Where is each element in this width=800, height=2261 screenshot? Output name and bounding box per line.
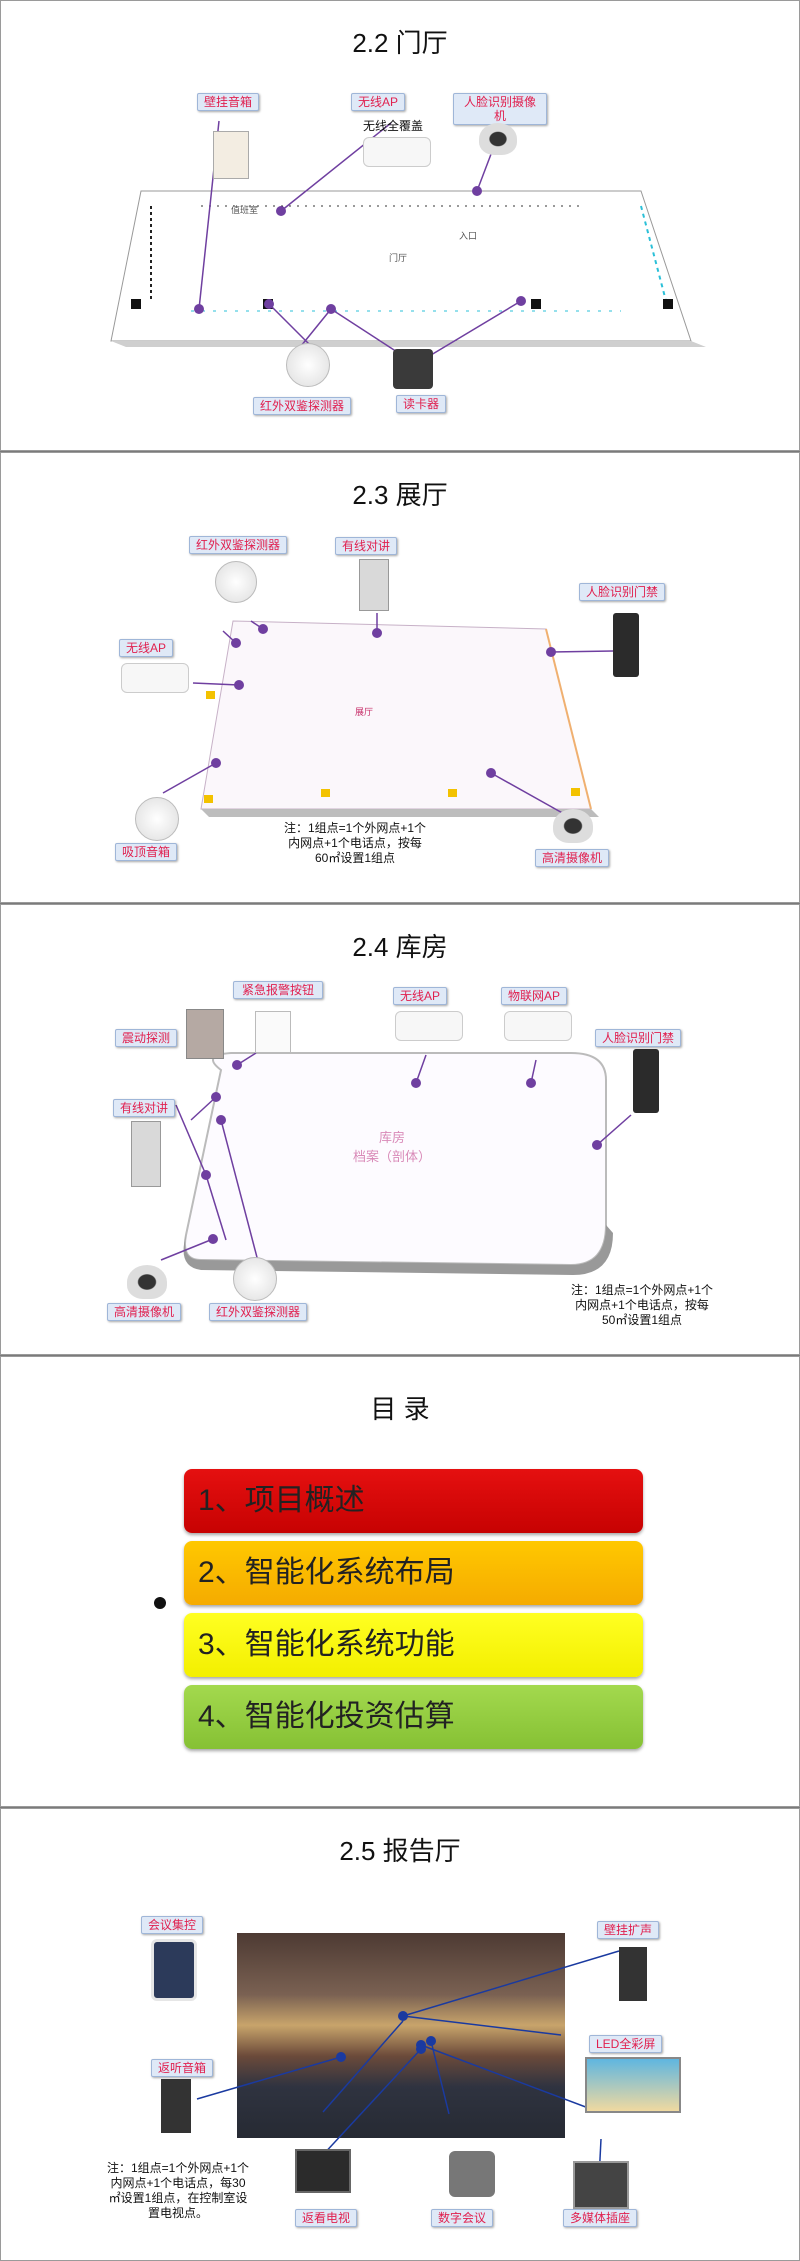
dome-camera-icon	[479, 123, 517, 155]
tag-wired-intercom: 有线对讲	[113, 1099, 175, 1117]
tag-iot-ap: 物联网AP	[501, 987, 567, 1005]
tag-digital-conference: 数字会议	[431, 2209, 493, 2227]
face-terminal-icon	[633, 1049, 659, 1113]
tag-media-socket: 多媒体插座	[563, 2209, 637, 2227]
floor-label: 门厅	[389, 251, 407, 264]
toc-item-functions[interactable]: 3、智能化系统功能	[184, 1613, 643, 1677]
tag-face-camera: 人脸识别摄像机	[453, 93, 547, 125]
tag-wall-speaker: 壁挂音箱	[197, 93, 259, 111]
wall-speaker-icon	[619, 1947, 647, 2001]
floor-label: 值班室	[231, 203, 258, 216]
pir-sensor-icon	[233, 1257, 277, 1301]
bullet-icon	[154, 1597, 166, 1609]
slide-warehouse: 2.4 库房 库房 档案（剖体） 紧急报警按钮 无线AP 物联网AP 震动探测 …	[0, 904, 800, 1355]
tag-wall-speaker: 壁挂扩声	[597, 1921, 659, 1939]
toc-item-layout[interactable]: 2、智能化系统布局	[184, 1541, 643, 1605]
tag-vibration-detector: 震动探测	[115, 1029, 177, 1047]
conference-mic-icon	[449, 2151, 495, 2197]
slide-exhibition: 2.3 展厅 展厅 红外双鉴探测器 有线对讲 人脸识别门禁 无线AP 吸顶音箱 …	[0, 452, 800, 903]
pir-sensor-icon	[286, 343, 330, 387]
tag-hd-camera: 高清摄像机	[107, 1303, 181, 1321]
access-point-icon	[395, 1011, 463, 1041]
tag-wireless-ap: 无线AP	[351, 93, 405, 111]
ap-coverage-note: 无线全覆盖	[363, 119, 423, 134]
card-reader-icon	[393, 349, 433, 389]
point-note: 注：1组点=1个外网点+1个 内网点+1个电话点，按每 50㎡设置1组点	[571, 1283, 713, 1328]
tag-wired-intercom: 有线对讲	[335, 537, 397, 555]
face-terminal-icon	[613, 613, 639, 677]
point-note: 注：1组点=1个外网点+1个 内网点+1个电话点，按每 60㎡设置1组点	[284, 821, 426, 866]
tag-led-screen: LED全彩屏	[589, 2035, 662, 2053]
dome-camera-icon	[127, 1265, 167, 1299]
point-note: 注：1组点=1个外网点+1个 内网点+1个电话点，每30 ㎡设置1组点，在控制室…	[107, 2161, 249, 2221]
slide-title: 目 录	[1, 1389, 799, 1426]
tag-ceiling-speaker: 吸顶音箱	[115, 843, 177, 861]
intercom-icon	[131, 1121, 161, 1187]
access-point-icon	[121, 663, 189, 693]
tag-wireless-ap: 无线AP	[119, 639, 173, 657]
iot-access-point-icon	[504, 1011, 572, 1041]
dome-camera-icon	[553, 809, 593, 843]
slide-lobby: 2.2 门厅 门厅 值班室 入口 壁挂音箱 无线AP 人脸识别摄像机 无线全覆盖…	[0, 0, 800, 451]
speaker-icon	[213, 131, 249, 179]
tag-pir-detector: 红外双鉴探测器	[253, 397, 351, 415]
tablet-icon	[151, 1939, 197, 2001]
toc-item-overview[interactable]: 1、项目概述	[184, 1469, 643, 1533]
tag-panic-button: 紧急报警按钮	[233, 981, 323, 999]
vibration-sensor-icon	[186, 1009, 224, 1059]
floor-label: 库房 档案（剖体）	[353, 1127, 431, 1165]
access-point-icon	[363, 137, 431, 167]
pir-sensor-icon	[215, 561, 257, 603]
tag-conference-control: 会议集控	[141, 1916, 203, 1934]
monitor-speaker-icon	[161, 2079, 191, 2133]
tag-face-door: 人脸识别门禁	[595, 1029, 681, 1047]
tag-monitor-speaker: 返听音箱	[151, 2059, 213, 2077]
slide-toc: 目 录 1、项目概述 2、智能化系统布局 3、智能化系统功能 4、智能化投资估算	[0, 1356, 800, 1807]
tag-pir-detector: 红外双鉴探测器	[189, 536, 287, 554]
led-screen-icon	[585, 2057, 681, 2113]
tag-face-door: 人脸识别门禁	[579, 583, 665, 601]
ceiling-speaker-icon	[135, 797, 179, 841]
tv-icon	[295, 2149, 351, 2193]
floor-label: 展厅	[355, 705, 373, 718]
tag-return-tv: 返看电视	[295, 2209, 357, 2227]
media-socket-icon	[573, 2161, 629, 2209]
tag-hd-camera: 高清摄像机	[535, 849, 609, 867]
slide-lecture-hall: 2.5 报告厅 会议集控 壁挂扩声 LED全彩屏 返听音箱 返看电视 数字会议 …	[0, 1808, 800, 2261]
toc-item-investment[interactable]: 4、智能化投资估算	[184, 1685, 643, 1749]
intercom-icon	[359, 559, 389, 611]
tag-card-reader: 读卡器	[396, 395, 446, 413]
panic-button-icon	[255, 1011, 291, 1053]
tag-pir-detector: 红外双鉴探测器	[209, 1303, 307, 1321]
tag-wireless-ap: 无线AP	[393, 987, 447, 1005]
floor-label: 入口	[459, 229, 477, 242]
